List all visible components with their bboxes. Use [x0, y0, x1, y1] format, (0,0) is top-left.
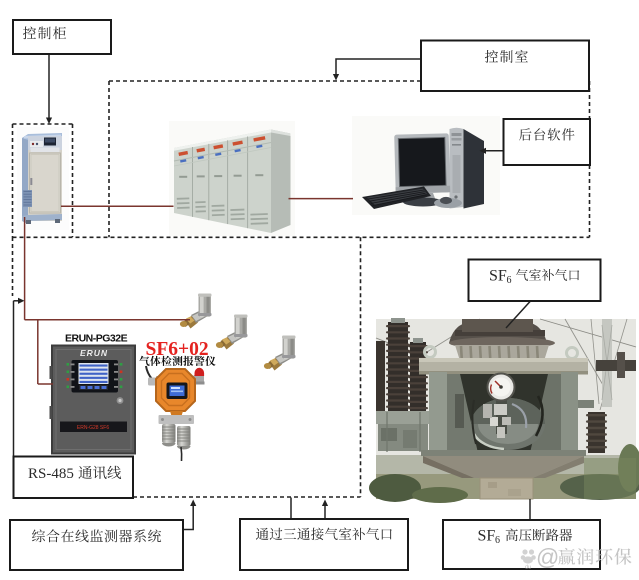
svg-text:SF: SF [478, 528, 496, 545]
svg-text:6: 6 [495, 535, 500, 546]
svg-text:ERN-G28 SF6: ERN-G28 SF6 [77, 425, 109, 431]
svg-text:@: @ [536, 544, 559, 570]
svg-text:du: du [525, 565, 531, 571]
svg-text:SF: SF [489, 268, 507, 285]
svg-text:6: 6 [507, 275, 512, 286]
svg-text:ERUN-PG32E: ERUN-PG32E [65, 333, 128, 345]
svg-text:SF6+02: SF6+02 [146, 339, 209, 360]
svg-text:ERUN: ERUN [80, 348, 108, 358]
svg-text:RS-485: RS-485 [28, 466, 74, 482]
